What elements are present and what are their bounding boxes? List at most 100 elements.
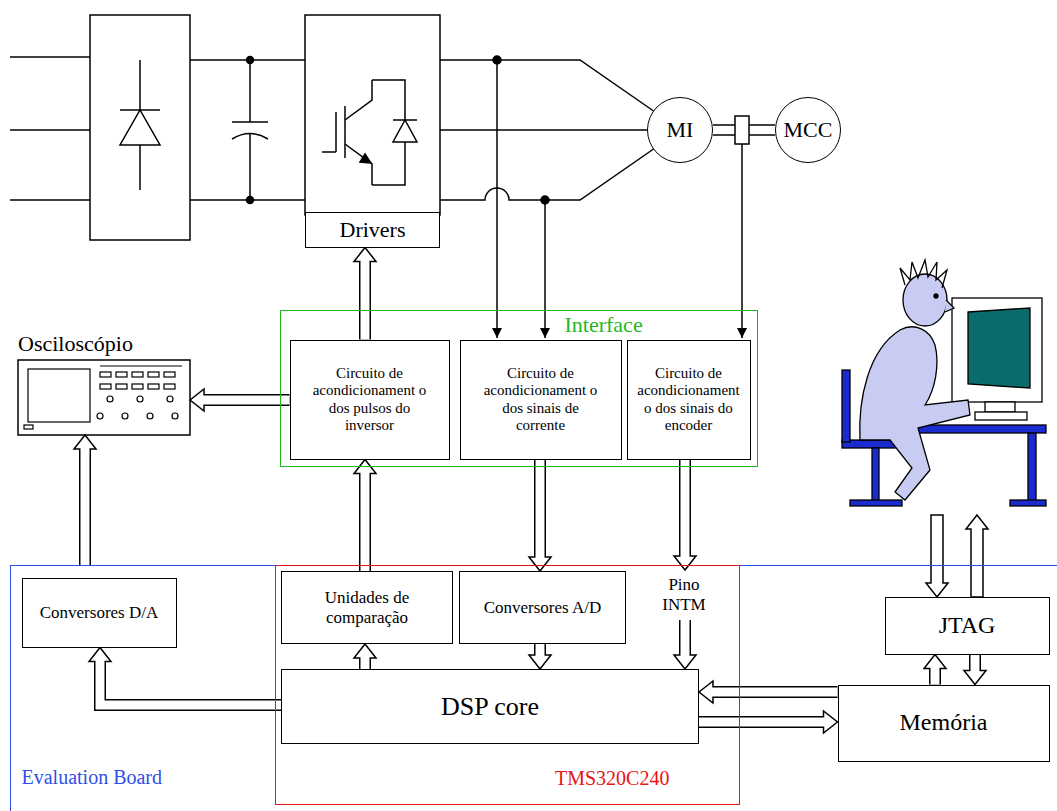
compare-units: Unidades de comparação [281, 571, 453, 644]
motor-wires [440, 148, 655, 200]
rectifier-symbol [10, 129, 90, 131]
sensor-lines [496, 60, 498, 338]
arrow-fill [971, 655, 980, 674]
user-at-computer [860, 327, 970, 500]
dc-link-capacitor [249, 60, 251, 122]
node-label: Conversores A/D [484, 598, 602, 618]
dc-link-capacitor [249, 133, 251, 200]
oscilloscope-icon [100, 372, 111, 377]
arrow-fill [699, 718, 827, 727]
arrow-fill [201, 396, 290, 405]
oscilloscope-icon [100, 384, 111, 389]
group-title: TMS320C240 [555, 767, 669, 790]
user-at-computer [903, 274, 947, 326]
user-at-computer [945, 300, 954, 312]
interrupt-pin: Pino INTM [649, 570, 719, 620]
block-arrow [354, 644, 376, 669]
block-arrow [354, 248, 376, 340]
rectifier-symbol [120, 109, 160, 111]
user-at-computer [985, 402, 1015, 412]
node-label: DSP core [441, 692, 539, 722]
block-arrow [529, 460, 551, 572]
oscilloscope: Osciloscópio [18, 360, 190, 435]
rectifier-symbol [10, 199, 90, 201]
conditioning-circuit: Circuito de acondicionament o dos pulsos… [290, 340, 450, 460]
dc-link-capacitor [190, 57, 305, 204]
arrow-fill [81, 446, 90, 565]
interface-group: InterfaceCircuito de acondicionament o d… [280, 310, 758, 467]
block-arrow [699, 711, 838, 733]
arrow-fill [361, 471, 370, 572]
arrow-fill [931, 666, 940, 685]
inverter-symbol [322, 151, 336, 153]
oscilloscope-icon [122, 413, 128, 419]
node-label: Circuito de acondicionament o dos pulsos… [309, 365, 431, 434]
inverter-symbol [345, 80, 372, 120]
node-label: Circuito de acondicionament o dos sinais… [480, 365, 602, 434]
arrow-fill [536, 460, 545, 561]
memory-box: Memória [838, 685, 1050, 762]
user-at-computer [842, 370, 850, 442]
motor-wires [440, 56, 655, 204]
dc-link-capacitor [232, 121, 268, 123]
group-title: Osciloscópio [18, 331, 133, 356]
oscilloscope-icon [116, 384, 127, 389]
ad-converter: Conversores A/D [459, 571, 626, 644]
block-arrow [924, 655, 946, 685]
block-arrow [354, 460, 376, 572]
induction-motor: MI [647, 97, 713, 163]
inverter-symbol [345, 144, 372, 185]
arrow-fill [100, 659, 281, 706]
block-arrow [699, 681, 838, 703]
sensor-lines [544, 200, 546, 338]
node-label: Conversores D/A [40, 603, 159, 623]
node-label: MCC [784, 117, 833, 142]
node-label: Circuito de acondicionament o dos sinais… [633, 365, 745, 434]
rectifier-symbol [10, 15, 190, 240]
arrow-fill [681, 620, 690, 658]
rectifier-symbol [10, 56, 90, 58]
node-label: Memória [900, 709, 988, 737]
dsp-core: DSP core [281, 669, 699, 744]
user-at-computer [968, 308, 1030, 388]
shaft-coupling [713, 116, 775, 144]
user-at-computer [1010, 500, 1046, 506]
block-arrow [964, 655, 986, 685]
block-arrow [89, 648, 281, 706]
inverter-symbol [305, 15, 440, 215]
dc-link-capacitor [247, 57, 254, 64]
oscilloscope-icon [147, 413, 153, 419]
conditioning-circuit: Circuito de acondicionament o dos sinais… [460, 340, 622, 460]
oscilloscope-icon [172, 413, 178, 419]
arrow-fill [361, 259, 370, 340]
motor-wires [440, 60, 655, 112]
block-arrow [674, 620, 696, 669]
arrow-fill [536, 644, 545, 658]
oscilloscope-icon [137, 396, 143, 402]
inverter-symbol [360, 154, 371, 163]
oscilloscope-icon [167, 396, 173, 402]
user-at-computer [900, 260, 947, 288]
shaft-coupling [735, 116, 749, 144]
block-arrow [674, 460, 696, 571]
block-arrow [190, 389, 290, 411]
oscilloscope-icon [164, 372, 175, 377]
inverter-symbol [305, 15, 440, 215]
dc-machine: MCC [775, 97, 841, 163]
oscilloscope-icon [18, 360, 190, 435]
oscilloscope-icon [100, 365, 182, 366]
jtag-box: JTAG [885, 597, 1050, 655]
inverter-symbol [344, 106, 346, 158]
user-jtag-arrows [966, 515, 988, 597]
user-at-computer [975, 412, 1027, 420]
oscilloscope-icon [107, 396, 113, 402]
drivers-box: Drivers [305, 212, 440, 248]
sensor-lines [497, 60, 742, 338]
user-at-computer [952, 298, 1042, 402]
oscilloscope-icon [148, 384, 159, 389]
arrow-outline [100, 662, 281, 706]
rectifier-symbol [120, 110, 160, 145]
user-jtag-arrows [926, 515, 988, 597]
arrow-fill [681, 460, 690, 560]
oscilloscope-icon [164, 384, 175, 389]
